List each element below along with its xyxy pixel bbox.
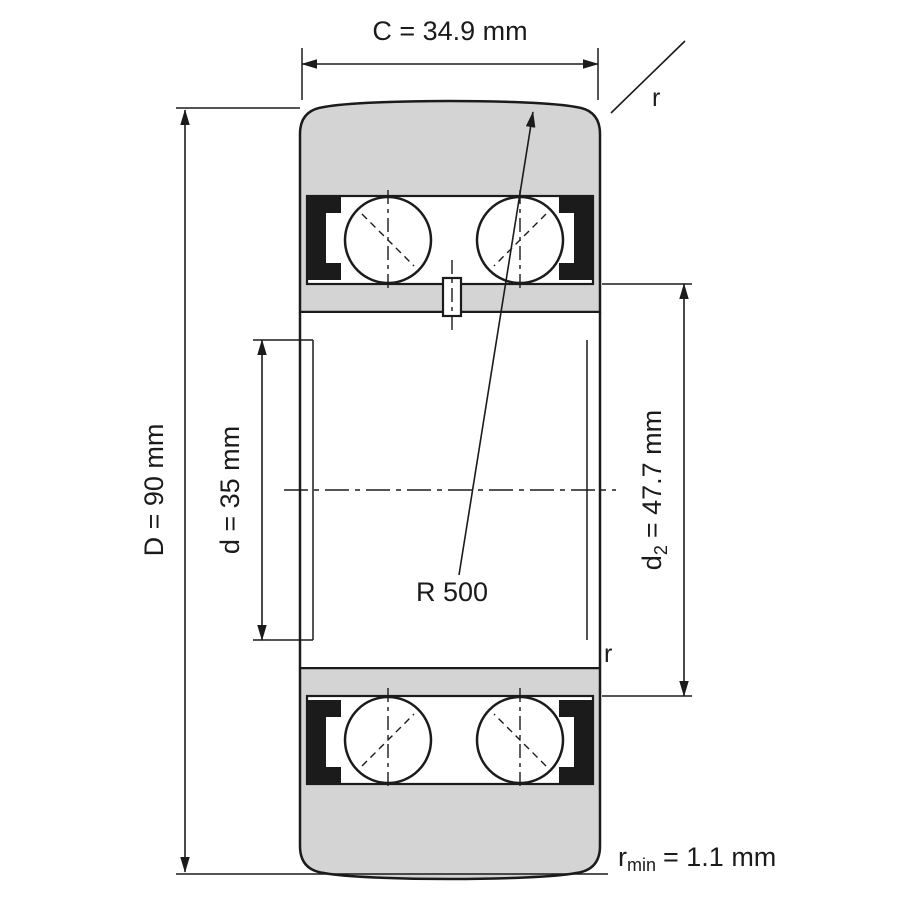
bearing-body (284, 99, 616, 881)
radius-label: R 500 (416, 577, 488, 607)
rmin-label: rmin= 1.1 mm (618, 842, 776, 875)
dimension-label-d: d = 35 mm (215, 426, 245, 554)
seal-top-right (559, 196, 594, 280)
contact-line-bottom-left (361, 713, 415, 767)
corner-radius-label-top: r (652, 84, 660, 112)
dimension-bore-d: d = 35 mm (215, 339, 313, 641)
contact-line-top-left (361, 213, 415, 267)
dimension-outer-diameter-D: D = 90 mm (139, 107, 608, 875)
contact-line-top-right (493, 213, 547, 267)
leader-line (610, 40, 686, 114)
seal-bottom-left (306, 700, 341, 784)
contact-line-bottom-right (493, 713, 547, 767)
dimension-label-C: C = 34.9 mm (372, 16, 527, 46)
dimension-label-D: D = 90 mm (139, 424, 169, 557)
corner-radius-label-inner: r (604, 640, 612, 668)
seal-top-left (306, 196, 341, 280)
seal-bottom-right (559, 700, 594, 784)
dimension-width-C: C = 34.9 mm (301, 16, 599, 100)
dimension-d2: d2= 47.7 mm (602, 283, 692, 697)
radius-callout-R500: R 500 (416, 111, 536, 607)
corner-radius-callout-top: r (610, 40, 686, 114)
dimension-label-d2: d2= 47.7 mm (637, 410, 671, 570)
leader-line (458, 111, 536, 576)
